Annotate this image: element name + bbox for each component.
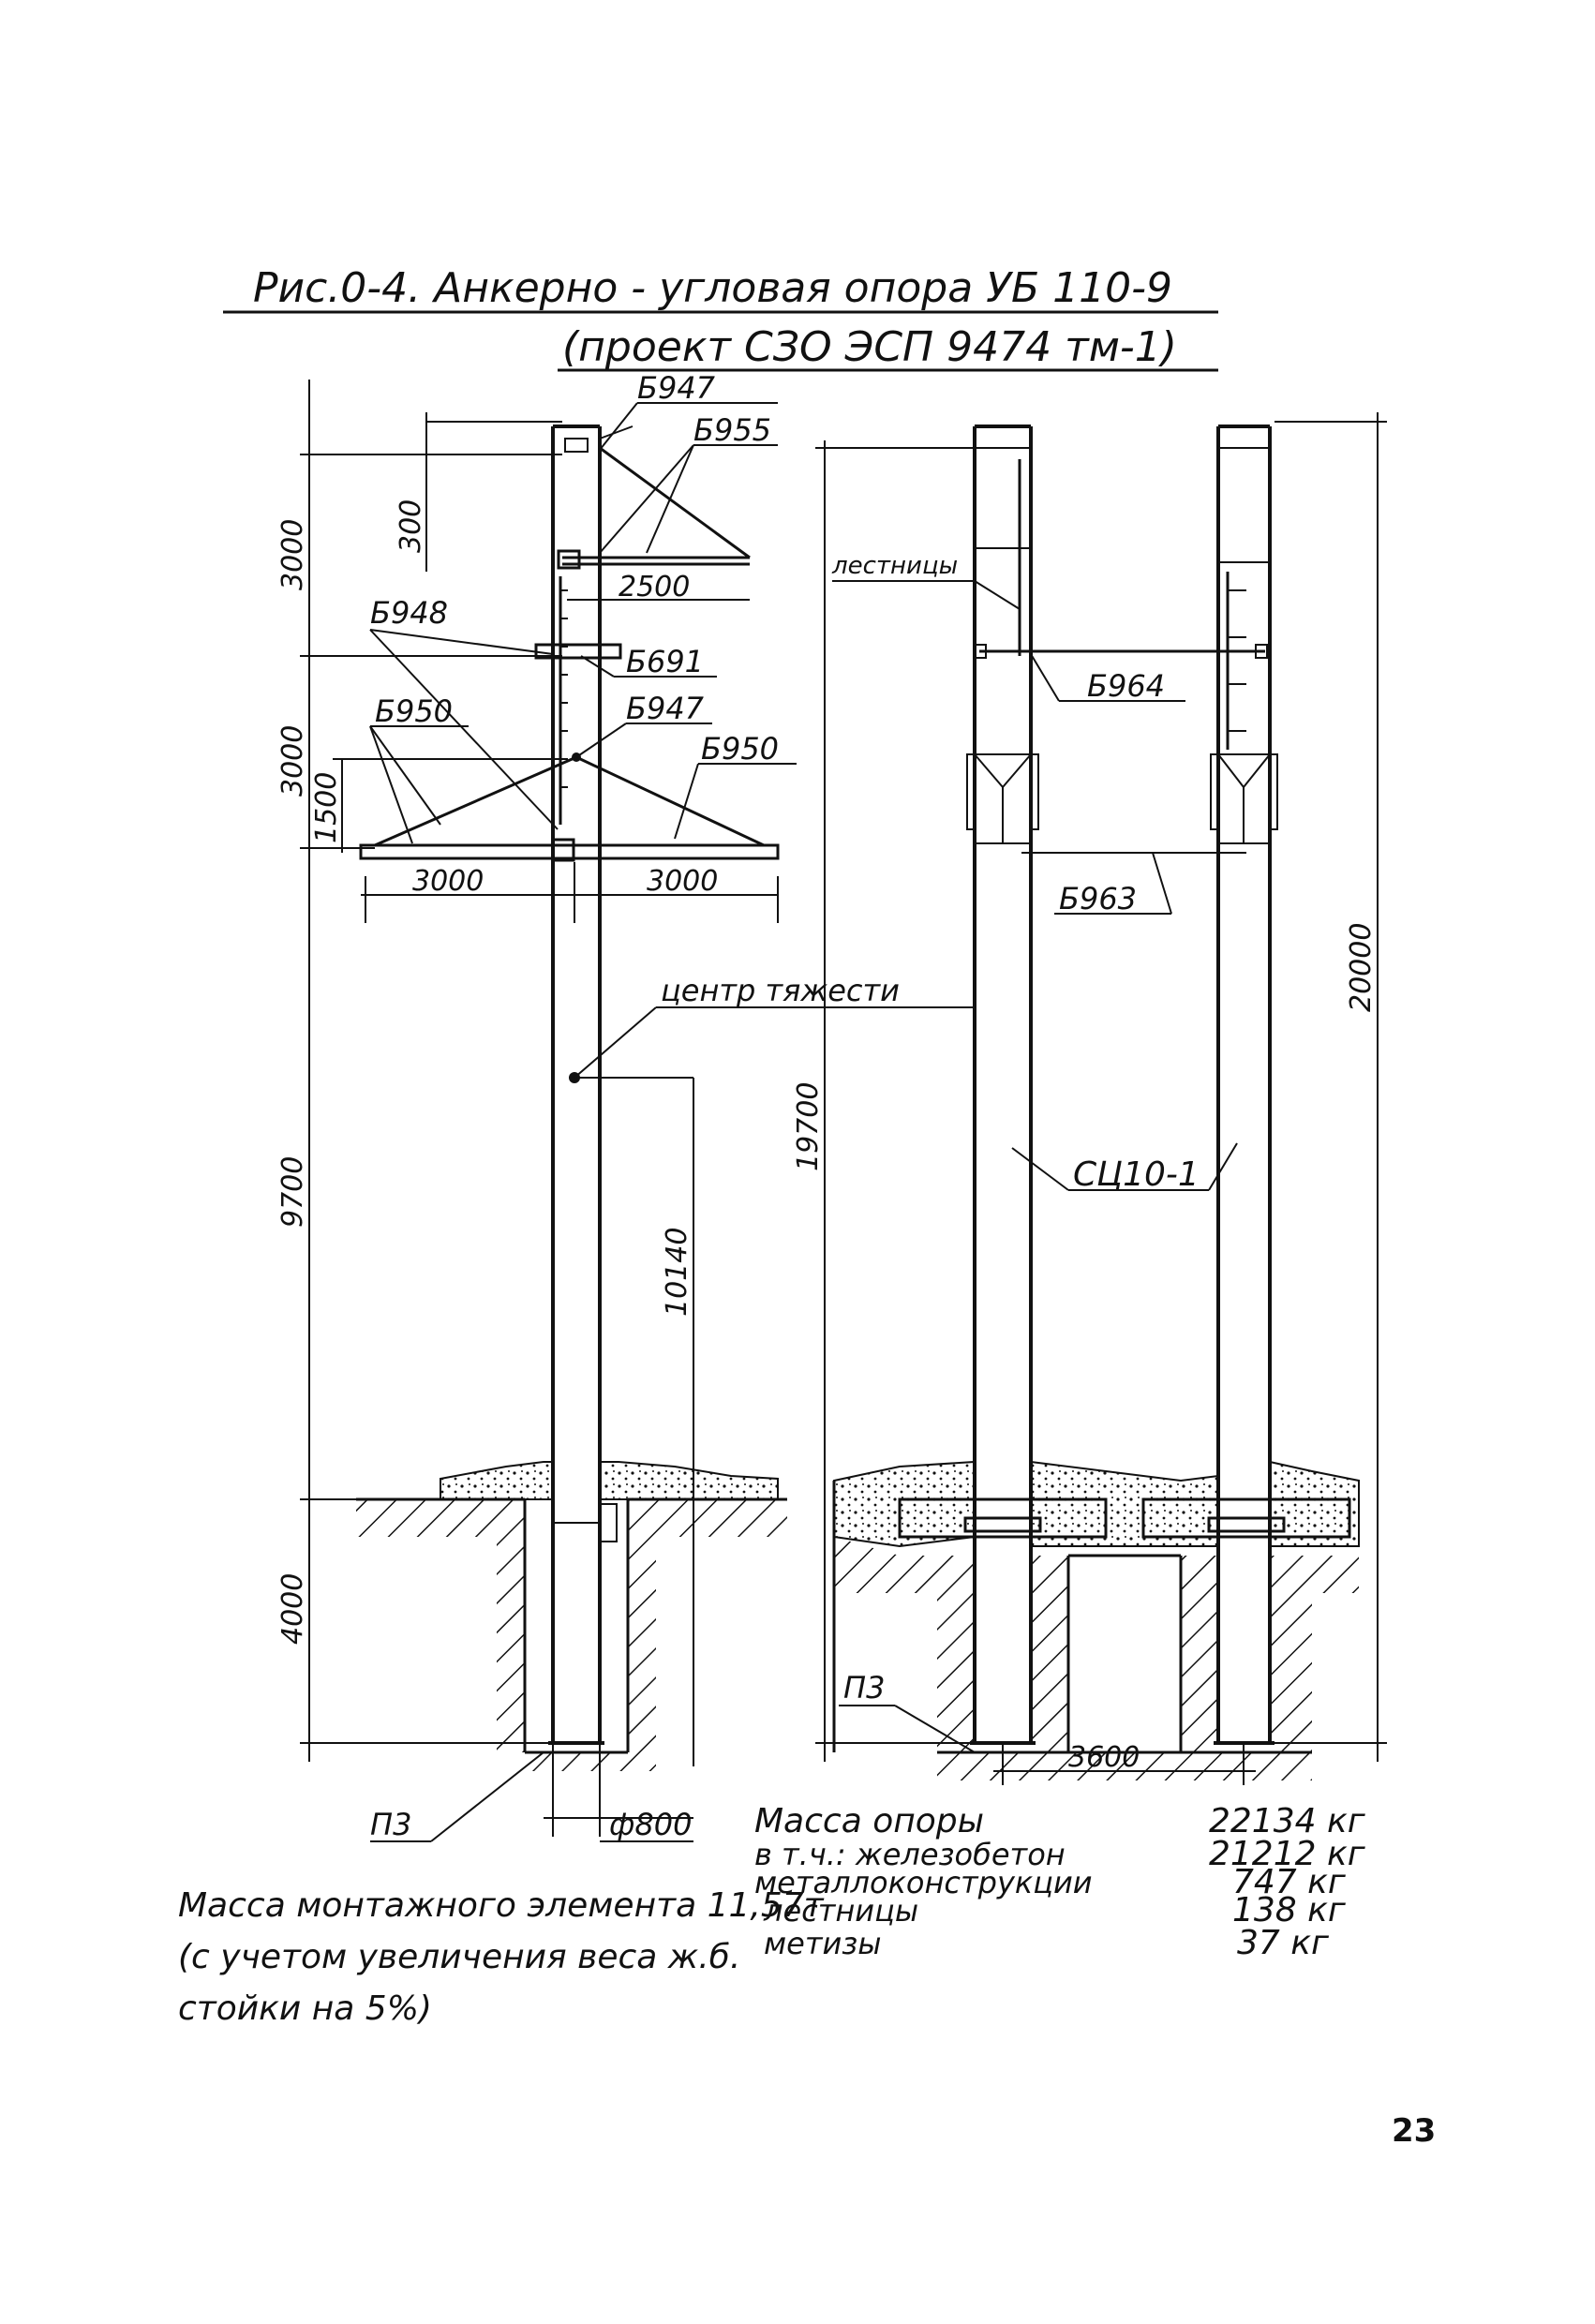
- label-b947-mid: Б947: [626, 691, 705, 726]
- label-p3-left: П3: [370, 1807, 411, 1842]
- label-b947-top: Б947: [637, 370, 716, 406]
- label-b950-right: Б950: [701, 731, 779, 767]
- right-foundation: [832, 1460, 1360, 1780]
- label-sc10: СЦ10-1: [1073, 1155, 1200, 1194]
- mass-value-1: 21212 кг: [1209, 1835, 1366, 1873]
- dim-10140: 10140: [661, 1228, 693, 1317]
- upper-crossarm: [557, 425, 751, 570]
- mass-label-0: Масса опоры: [754, 1802, 984, 1840]
- label-b691: Б691: [626, 644, 704, 679]
- dim-4000: 4000: [276, 1573, 309, 1645]
- left-dimension-lines: [300, 380, 779, 1837]
- label-b963: Б963: [1059, 881, 1137, 916]
- left-foundation: [356, 1461, 787, 1771]
- mounting-mass-note: Масса монтажного элемента 11,57т (с учет…: [178, 1886, 825, 2028]
- mass-value-0: 22134 кг: [1209, 1802, 1366, 1840]
- mass-label-3: лестницы: [763, 1893, 918, 1929]
- dim-300: 300: [395, 499, 427, 553]
- left-ladder-marks: [559, 576, 568, 825]
- center-of-gravity-marker: [569, 1006, 975, 1083]
- mass-table: Масса опоры 22134 кг в т.ч.: железобетон…: [754, 1802, 1366, 1962]
- label-phi800: ф800: [609, 1807, 692, 1842]
- label-b950-left: Б950: [375, 693, 453, 729]
- dim-3000-right: 3000: [647, 865, 718, 898]
- lower-crossarm: [359, 752, 780, 862]
- mass-label-2: металлоконструкции: [754, 1865, 1093, 1900]
- right-pole-1: [963, 425, 1042, 1745]
- note-line-3: стойки на 5%): [178, 1989, 432, 2028]
- right-leader-lines: [832, 580, 1238, 1753]
- mass-label-1: в т.ч.: железобетон: [754, 1837, 1066, 1872]
- label-b955: Б955: [693, 412, 771, 448]
- label-p3-right: П3: [843, 1670, 885, 1706]
- dim-2500: 2500: [619, 571, 690, 603]
- mass-value-2: 747 кг: [1232, 1863, 1347, 1901]
- mass-label-4: метизы: [764, 1926, 882, 1961]
- dim-3000-left: 3000: [412, 865, 484, 898]
- note-line-1: Масса монтажного элемента 11,57т: [178, 1886, 825, 1925]
- right-crossbeam: [974, 644, 1268, 854]
- drawing-subtitle: (проект СЗО ЭСП 9474 тм-1): [562, 323, 1177, 371]
- note-line-2: (с учетом увеличения веса ж.б.: [178, 1938, 740, 1976]
- drawing-title: Рис.0-4. Анкерно - угловая опора УБ 110-…: [253, 264, 1172, 312]
- dim-19700: 19700: [792, 1082, 825, 1171]
- mass-value-3: 138 кг: [1232, 1891, 1347, 1929]
- page-number: 23: [1392, 2112, 1436, 2150]
- left-pole: [548, 425, 604, 1745]
- dim-9700: 9700: [276, 1156, 309, 1228]
- dim-20000: 20000: [1345, 923, 1378, 1012]
- label-center-of-gravity: центр тяжести: [661, 973, 900, 1008]
- right-dimension-lines: [815, 412, 1387, 1785]
- dim-3000-top: 3000: [276, 519, 309, 590]
- mass-value-4: 37 кг: [1237, 1924, 1330, 1962]
- left-leader-lines: [369, 402, 797, 1842]
- label-b948: Б948: [370, 595, 448, 631]
- dim-1500: 1500: [310, 772, 343, 843]
- label-ladders: лестницы: [831, 552, 958, 580]
- dim-3000-mid: 3000: [276, 725, 309, 797]
- label-b964: Б964: [1087, 668, 1165, 704]
- dim-3600: 3600: [1068, 1741, 1140, 1774]
